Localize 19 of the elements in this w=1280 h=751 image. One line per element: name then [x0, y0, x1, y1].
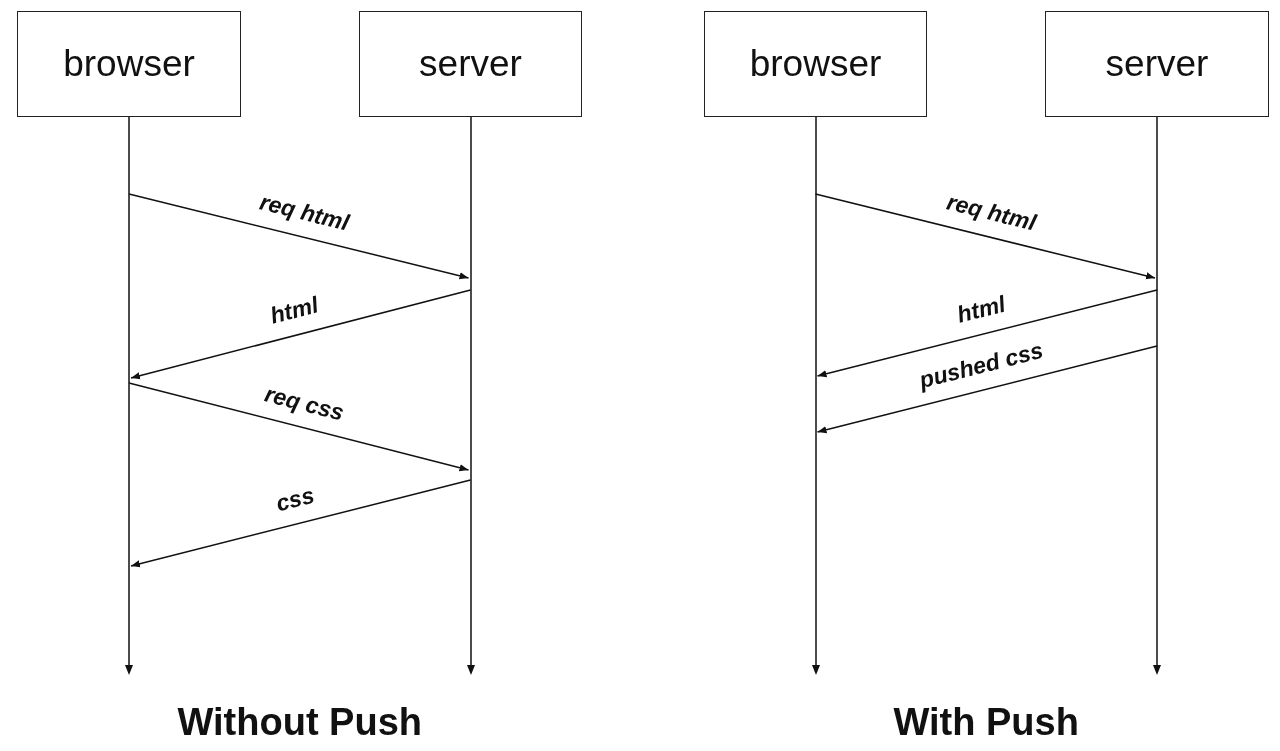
diagram-caption: With Push [893, 703, 1079, 741]
message-arrow [814, 193, 1156, 280]
message-arrow [816, 345, 1158, 434]
edge-label: css [273, 483, 317, 516]
participant-box: server [1045, 11, 1269, 117]
message-arrow [130, 289, 472, 380]
edge-label: req css [262, 382, 347, 425]
participant-box: browser [704, 11, 927, 117]
edge-label: req html [944, 190, 1038, 235]
message-arrow [130, 479, 472, 568]
message-arrow [128, 382, 470, 472]
edge-label: req html [257, 190, 352, 235]
participant-box: server [359, 11, 582, 117]
message-arrow [128, 193, 470, 280]
diagram-caption: Without Push [177, 703, 422, 741]
message-arrow [816, 289, 1158, 378]
participant-box: browser [17, 11, 241, 117]
edge-label: html [268, 293, 321, 328]
edge-label: html [954, 292, 1008, 327]
